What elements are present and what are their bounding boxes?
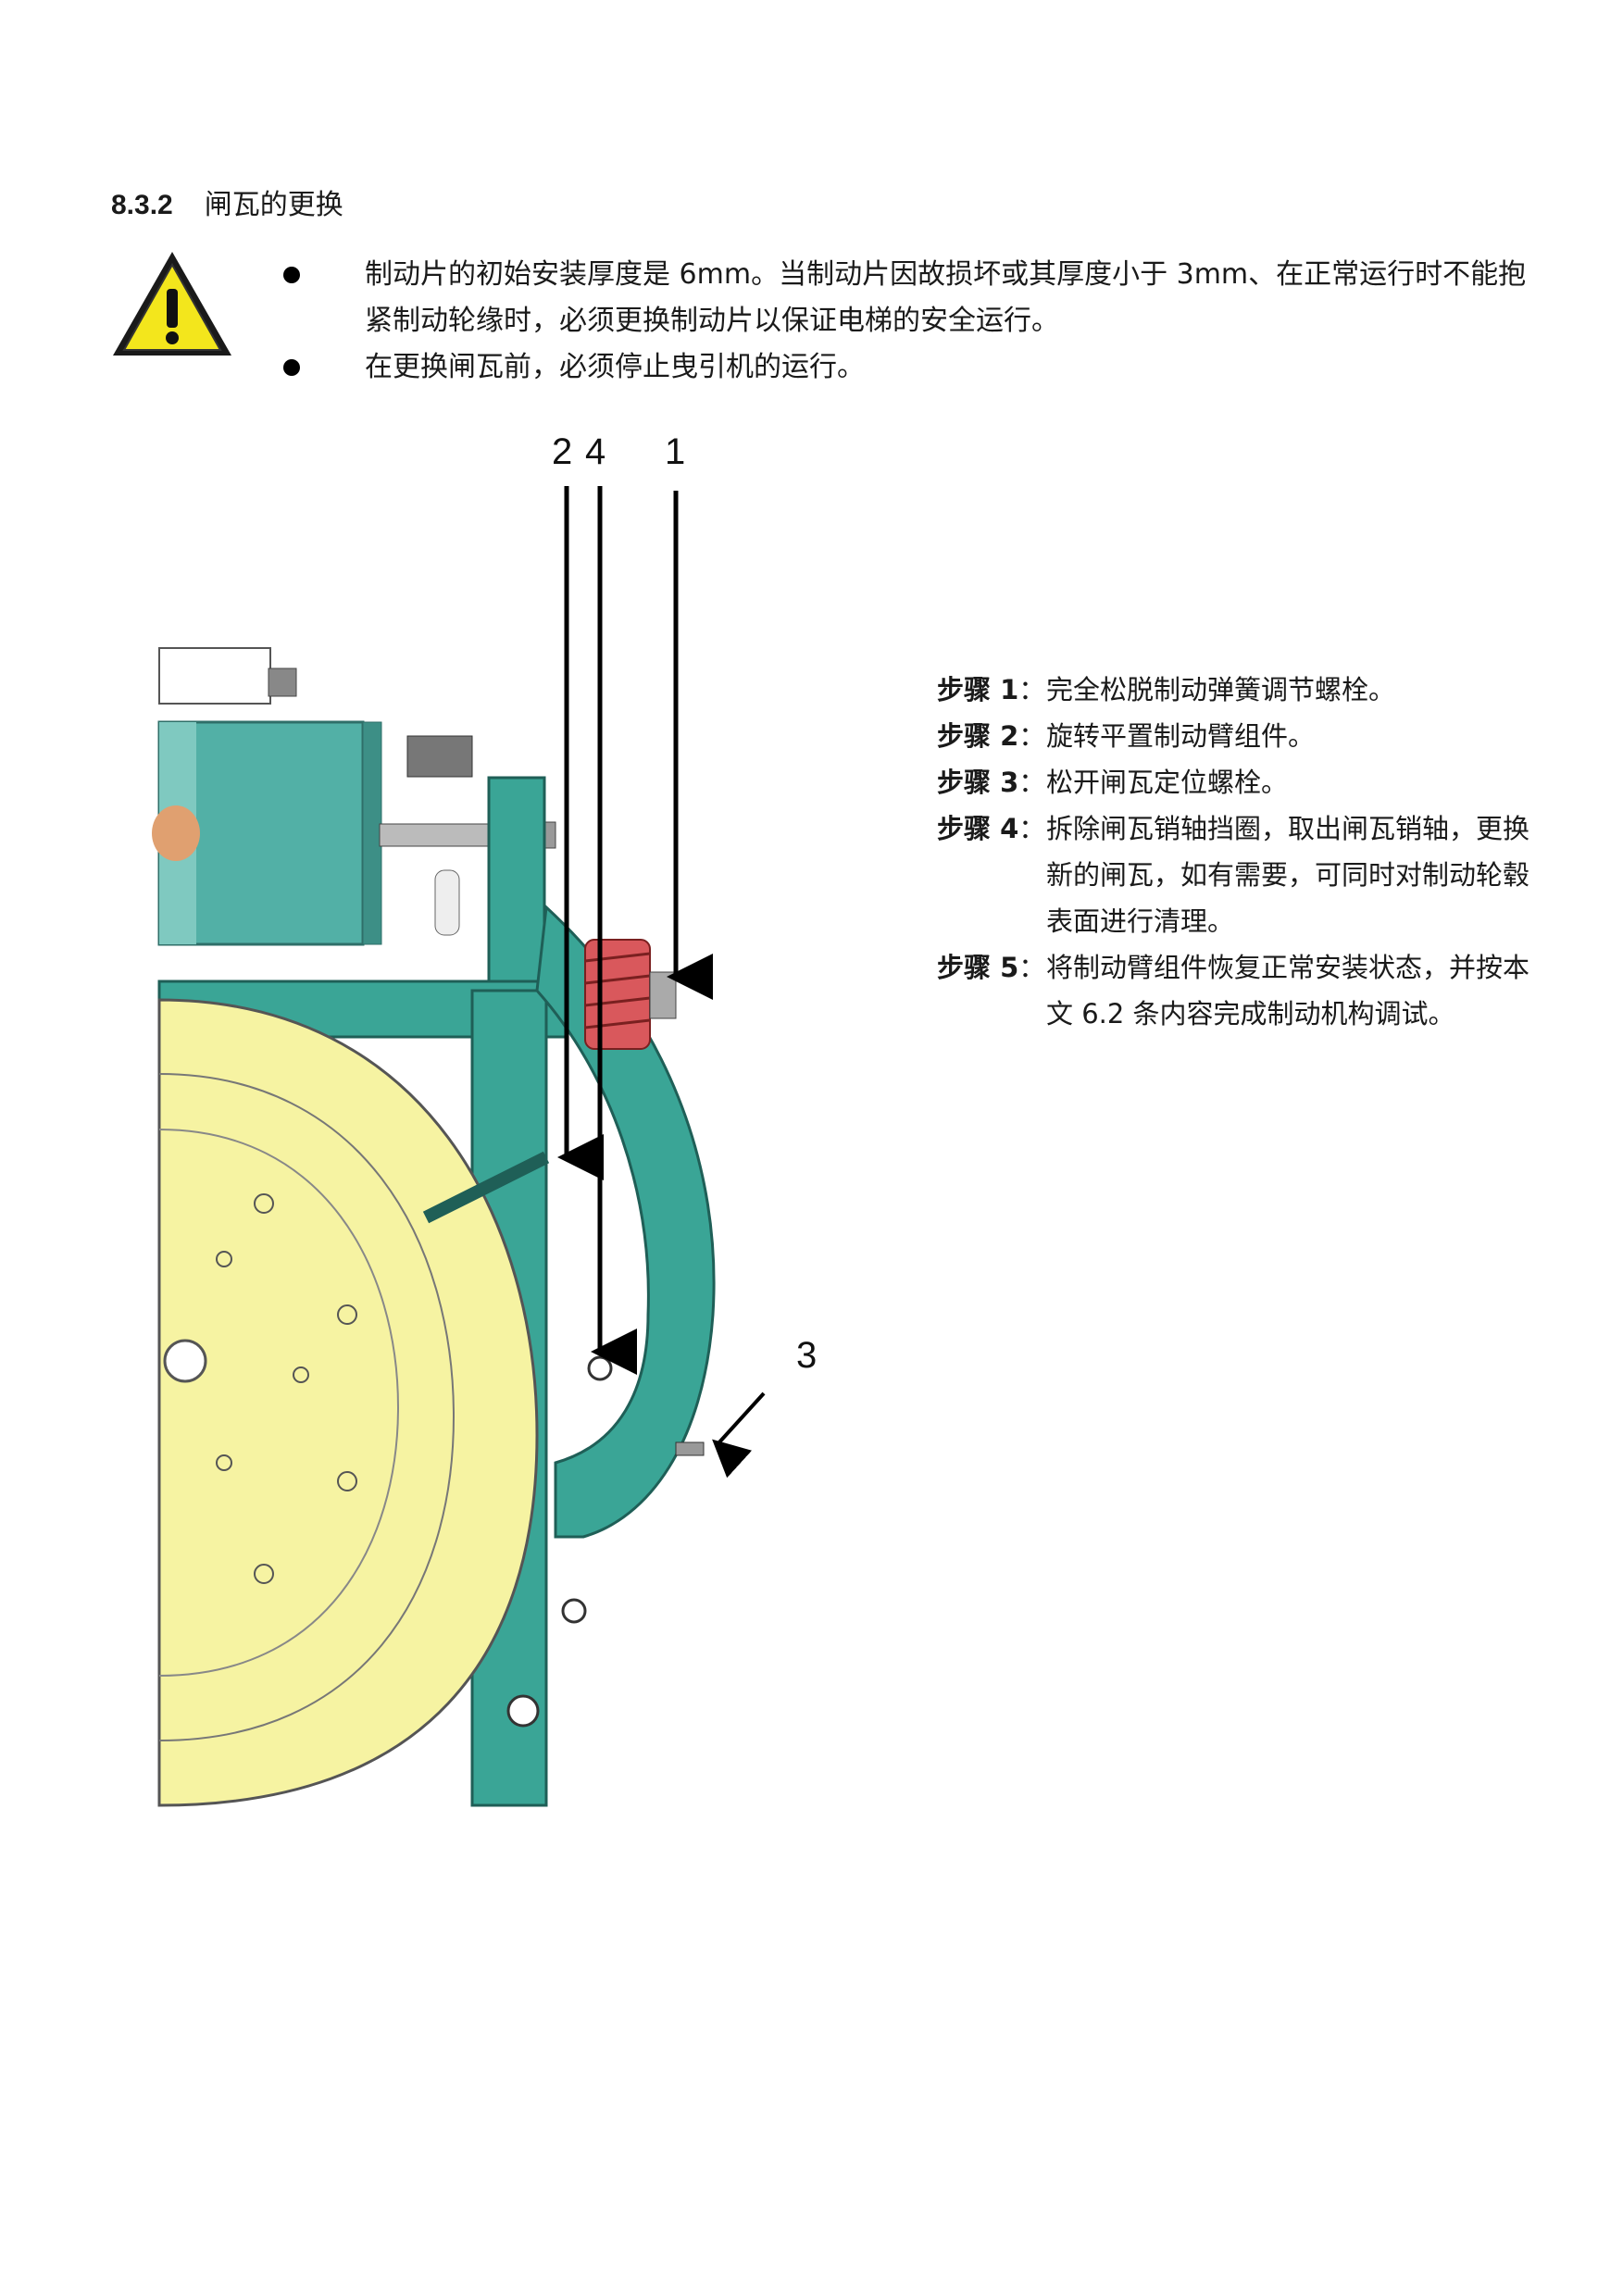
- warning-bullet-list: 制动片的初始安装厚度是 6mm。当制动片因故损坏或其厚度小于 3mm、在正常运行…: [283, 252, 1542, 391]
- section-title: 闸瓦的更换: [204, 189, 343, 221]
- warning-triangle-icon: [113, 252, 231, 356]
- step-label: 步骤 5: [937, 952, 1019, 983]
- step-label: 步骤 4: [937, 813, 1019, 844]
- section-number: 8.3.2: [111, 190, 173, 220]
- step-item: 步骤 2： 旋转平置制动臂组件。: [937, 713, 1529, 759]
- step-item: 步骤 3： 松开闸瓦定位螺栓。: [937, 759, 1529, 805]
- bullet-item: 制动片的初始安装厚度是 6mm。当制动片因故损坏或其厚度小于 3mm、在正常运行…: [283, 252, 1542, 344]
- bullet-item: 在更换闸瓦前，必须停止曳引机的运行。: [283, 344, 1542, 391]
- callout-3: 3: [796, 1335, 818, 1376]
- bullet-text: 制动片的初始安装厚度是 6mm。当制动片因故损坏或其厚度小于 3mm、在正常运行…: [365, 258, 1527, 337]
- bullet-dot-icon: [283, 267, 300, 283]
- step-item: 步骤 1： 完全松脱制动弹簧调节螺栓。: [937, 667, 1529, 713]
- section-heading: 8.3.2 闸瓦的更换: [111, 181, 343, 222]
- step-text: 松开闸瓦定位螺栓。: [1046, 767, 1289, 798]
- step-text: 拆除闸瓦销轴挡圈，取出闸瓦销轴，更换新的闸瓦，如有需要，可同时对制动轮毂表面进行…: [1046, 813, 1530, 937]
- callout-1: 1: [665, 431, 686, 472]
- callout-2: 2: [552, 431, 573, 472]
- step-label: 步骤 3: [937, 767, 1019, 798]
- step-text: 完全松脱制动弹簧调节螺栓。: [1046, 674, 1396, 705]
- bullet-dot-icon: [283, 359, 300, 376]
- bullet-text: 在更换闸瓦前，必须停止曳引机的运行。: [365, 351, 865, 383]
- step-text: 将制动臂组件恢复正常安装状态，并按本文 6.2 条内容完成制动机构调试。: [1046, 952, 1530, 1029]
- step-text: 旋转平置制动臂组件。: [1046, 720, 1316, 752]
- brake-drawing: [152, 486, 766, 1807]
- step-item: 步骤 5： 将制动臂组件恢复正常安装状态，并按本文 6.2 条内容完成制动机构调…: [937, 944, 1529, 1037]
- procedure-steps: 步骤 1： 完全松脱制动弹簧调节螺栓。 步骤 2： 旋转平置制动臂组件。 步骤 …: [937, 667, 1529, 1037]
- callout-4: 4: [585, 431, 606, 472]
- step-label: 步骤 1: [937, 674, 1019, 705]
- step-item: 步骤 4： 拆除闸瓦销轴挡圈，取出闸瓦销轴，更换新的闸瓦，如有需要，可同时对制动…: [937, 805, 1529, 944]
- step-label: 步骤 2: [937, 720, 1019, 752]
- brake-assembly-figure: 2 4 1 3: [148, 426, 944, 1815]
